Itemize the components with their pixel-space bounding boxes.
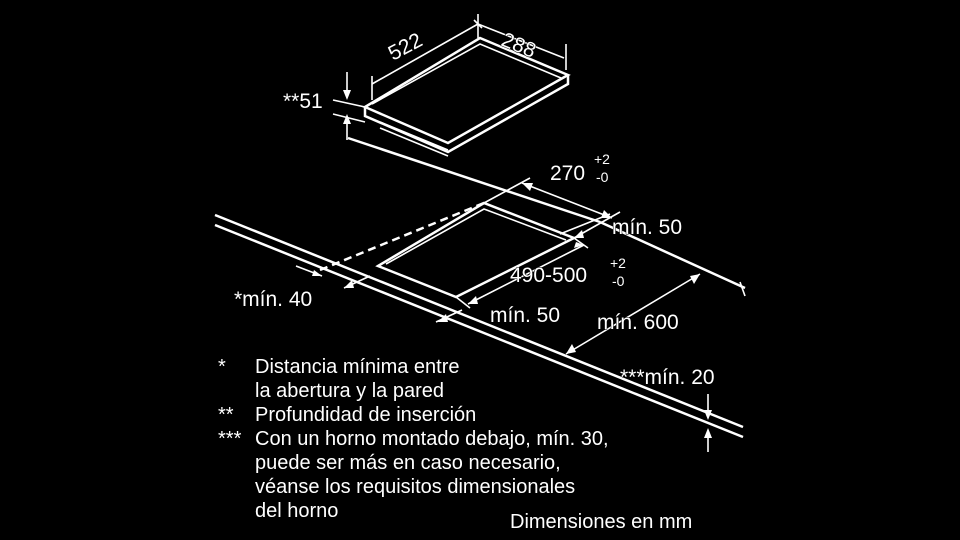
dim-min600-label: mín. 600 bbox=[597, 311, 679, 334]
note-1-mark: * bbox=[218, 356, 226, 378]
dim-min600-lines bbox=[565, 273, 701, 355]
worktop-front-edge-top bbox=[214, 213, 744, 429]
dim-min50-bottom-lines bbox=[435, 309, 463, 323]
dim-288-label: 288 bbox=[498, 28, 539, 62]
dim-min20-lines bbox=[704, 394, 712, 452]
note-2-line-1: Profundidad de inserción bbox=[255, 404, 476, 426]
note-3-line-3: véanse los requisitos dimensionales bbox=[255, 476, 575, 498]
dim-490-label: 490-500 bbox=[510, 264, 587, 287]
worktop-front-edge-bottom bbox=[214, 223, 744, 439]
hob-side-edge bbox=[363, 75, 570, 154]
note-3-line-1: Con un horno montado debajo, mín. 30, bbox=[255, 428, 609, 450]
dim-min50-bottom-label: mín. 50 bbox=[490, 304, 560, 327]
dim-270-lines bbox=[483, 177, 621, 239]
dim-51 bbox=[332, 72, 366, 140]
note-3-mark: *** bbox=[218, 428, 242, 450]
dim-270-tol-lower: -0 bbox=[596, 169, 609, 185]
units-footer: Dimensiones en mm bbox=[510, 511, 692, 533]
dim-490-tol-upper: +2 bbox=[610, 255, 626, 271]
note-3-line-2: puede ser más en caso necesario, bbox=[255, 452, 561, 474]
dim-270-label: 270 bbox=[550, 162, 585, 185]
notes-block: * Distancia mínima entre la abertura y l… bbox=[218, 356, 609, 522]
dim-lines-top bbox=[371, 14, 567, 100]
cutout-inner-edge bbox=[385, 208, 567, 265]
dim-min40-lines bbox=[295, 265, 371, 289]
hob-body-line-2 bbox=[379, 127, 449, 157]
hob-top-inner-edge bbox=[371, 43, 562, 105]
worktop bbox=[214, 213, 746, 439]
counter-back-line bbox=[347, 136, 601, 224]
worktop-back-corner bbox=[739, 281, 746, 297]
dim-min40-label: *mín. 40 bbox=[234, 288, 312, 311]
note-1-line-1: Distancia mínima entre bbox=[255, 356, 460, 378]
note-3-line-4: del horno bbox=[255, 500, 338, 522]
dim-min50-right-lines bbox=[559, 213, 611, 238]
cutout-hidden-edge bbox=[319, 201, 485, 272]
dim-490-tol-lower: -0 bbox=[612, 273, 625, 289]
hob-body-line bbox=[379, 121, 449, 151]
worktop-back-edge bbox=[599, 220, 746, 290]
note-1-line-2: la abertura y la pared bbox=[255, 380, 444, 402]
dim-522-label: 522 bbox=[385, 29, 427, 66]
hob-appliance bbox=[362, 36, 571, 157]
dim-270-tol-upper: +2 bbox=[594, 151, 610, 167]
dim-51-label: **51 bbox=[283, 90, 323, 113]
note-2-mark: ** bbox=[218, 404, 234, 426]
dim-min20-label: ***mín. 20 bbox=[620, 366, 715, 389]
dim-min50-right-label: mín. 50 bbox=[612, 216, 682, 239]
dim-490-lines bbox=[455, 237, 589, 309]
